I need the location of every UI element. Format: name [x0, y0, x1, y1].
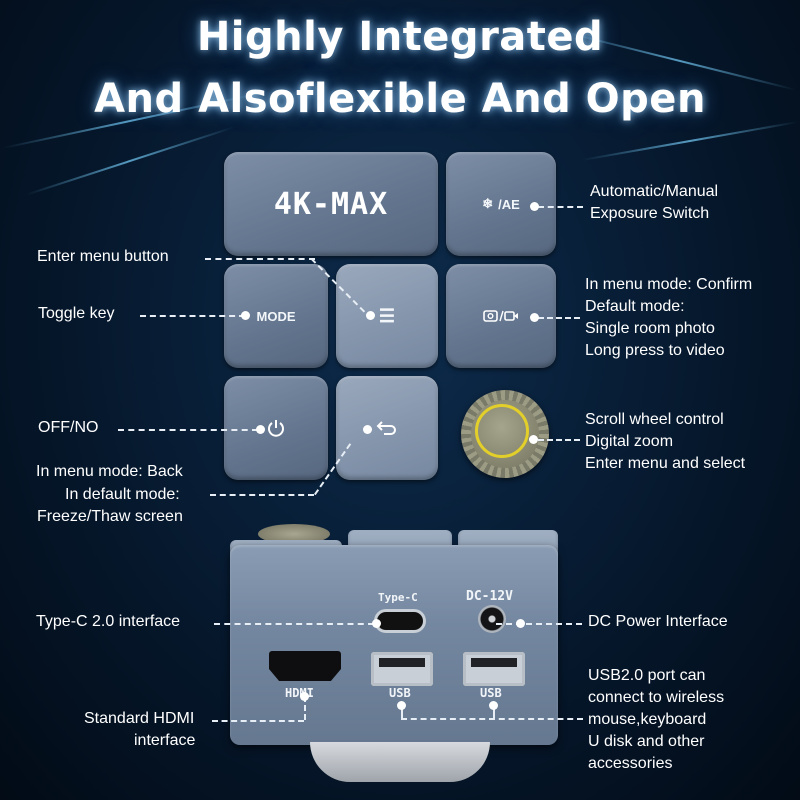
back-arrow-icon: [376, 421, 396, 435]
hdmi-port[interactable]: [269, 651, 341, 681]
callout-dot: [530, 202, 539, 211]
usb-port-1[interactable]: [371, 652, 433, 686]
callout-dot: [489, 701, 498, 710]
leader-line: [401, 718, 583, 720]
callout-usb-4: U disk and other: [588, 733, 705, 750]
headline-line-2: And Alsoflexible And Open: [94, 76, 706, 122]
scroll-wheel[interactable]: [461, 390, 549, 478]
callout-usb-3: mouse,keyboard: [588, 711, 707, 728]
callout-typec: Type-C 2.0 interface: [36, 613, 181, 630]
mode-key-label: MODE: [256, 308, 296, 324]
callout-usb-5: accessories: [588, 755, 673, 772]
power-icon: [268, 420, 284, 437]
callout-usb-1: USB2.0 port can: [588, 667, 706, 684]
callout-dot: [397, 701, 406, 710]
callout-dot: [516, 619, 525, 628]
callout-enter-menu: Enter menu button: [37, 248, 169, 265]
leader-line: [538, 439, 580, 441]
leader-line: [538, 206, 583, 208]
leader-line: [140, 315, 245, 317]
callout-wheel-3: Enter menu and select: [585, 455, 746, 472]
callout-dot: [366, 311, 375, 320]
leader-line: [304, 696, 306, 720]
brand-logo: 4K-MAX: [273, 186, 389, 222]
callout-dot: [372, 619, 381, 628]
callout-dot: [363, 425, 372, 434]
callout-wheel-1: Scroll wheel control: [585, 411, 724, 428]
leader-line: [212, 720, 304, 722]
light-streak: [581, 120, 799, 162]
callout-usb-2: connect to wireless: [588, 689, 725, 706]
wheel-knob-top: [258, 524, 330, 544]
callout-confirm-3: Single room photo: [585, 320, 715, 337]
leader-line: [401, 706, 403, 718]
dc-port-label: DC-12V: [466, 589, 513, 604]
typec-port-label: Type-C: [378, 591, 418, 604]
headline-line-1: Highly Integrated: [196, 14, 604, 60]
callout-off-no: OFF/NO: [38, 419, 99, 436]
callout-confirm-4: Long press to video: [585, 342, 725, 359]
snowflake-icon: ❄: [482, 196, 494, 211]
callout-dot: [256, 425, 265, 434]
callout-hdmi-1: Standard HDMI: [84, 710, 195, 727]
callout-toggle-key: Toggle key: [38, 305, 115, 322]
callout-exposure-2: Exposure Switch: [590, 205, 710, 222]
callout-dot: [241, 311, 250, 320]
callout-wheel-2: Digital zoom: [585, 433, 674, 450]
leader-line: [118, 429, 258, 431]
scroll-wheel-ring: [475, 404, 529, 458]
power-key[interactable]: [224, 376, 328, 480]
menu-icon: ☰: [378, 305, 396, 326]
callout-exposure-1: Automatic/Manual: [590, 183, 719, 200]
ae-key[interactable]: ❄ /AE: [446, 152, 556, 256]
callout-confirm-1: In menu mode: Confirm: [585, 276, 753, 293]
camera-key[interactable]: [446, 264, 556, 368]
dc-power-port[interactable]: [478, 605, 506, 633]
callout-back-2: In default mode:: [65, 486, 180, 503]
callout-back-1: In menu mode: Back: [36, 463, 183, 480]
leader-line: [205, 258, 315, 260]
callout-confirm-2: Default mode:: [585, 298, 685, 315]
camera-video-icon: [483, 310, 518, 322]
usb-port-label: USB: [480, 686, 502, 700]
leader-line: [210, 494, 314, 496]
leader-line: [496, 623, 582, 625]
leader-line: [214, 623, 374, 625]
callout-dot: [530, 313, 539, 322]
callout-back-3: Freeze/Thaw screen: [37, 508, 183, 525]
callout-hdmi-2: interface: [134, 732, 196, 749]
back-key[interactable]: [336, 376, 438, 480]
usb-port-2[interactable]: [463, 652, 525, 686]
menu-key[interactable]: ☰: [336, 264, 438, 368]
brand-key: 4K-MAX: [224, 152, 438, 256]
leader-line: [538, 317, 580, 319]
ae-key-label: /AE: [498, 196, 520, 212]
lens-mount: [310, 742, 490, 782]
usb-port-label: USB: [389, 686, 411, 700]
callout-dc-power: DC Power Interface: [588, 613, 728, 630]
callout-dot: [300, 692, 309, 701]
leader-line: [493, 706, 495, 718]
device-side-view: [230, 545, 558, 745]
typec-port[interactable]: [377, 612, 423, 630]
callout-dot: [529, 435, 538, 444]
